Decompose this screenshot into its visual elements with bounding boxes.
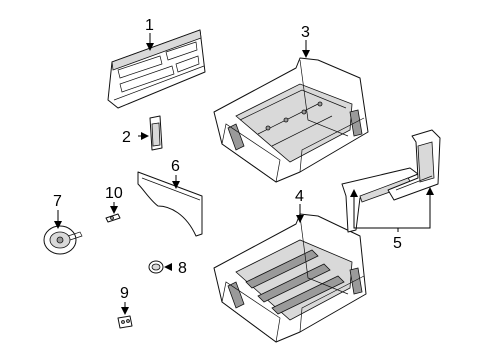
- callout-4: 4: [295, 188, 304, 205]
- callout-8: 8: [178, 260, 187, 277]
- part-9-clip: [117, 315, 133, 329]
- callout-2: 2: [122, 129, 131, 146]
- callout-10: 10: [105, 185, 123, 202]
- part-6-wheelhouse-panel: [137, 171, 203, 237]
- part-4-pickup-bed: [213, 213, 367, 343]
- part-10-fastener: [105, 213, 121, 223]
- part-5-bed-rails: [341, 129, 441, 233]
- part-2-bracket: [149, 115, 163, 151]
- leader-lines: [54, 33, 434, 315]
- leader-5-bracket: [353, 190, 431, 229]
- callout-labels: 1 2 3 4 5 6 7 8 9 10: [53, 17, 402, 302]
- part-8-plug: [148, 260, 164, 274]
- part-1-front-panel: [107, 29, 206, 109]
- callout-6: 6: [171, 158, 180, 175]
- callout-7: 7: [53, 193, 62, 210]
- callout-3: 3: [301, 24, 310, 41]
- callout-9: 9: [120, 285, 129, 302]
- part-3-pickup-bed: [213, 57, 369, 183]
- callout-5: 5: [393, 235, 402, 252]
- part-7-tire-hoist: [43, 225, 83, 255]
- callout-1: 1: [145, 17, 154, 34]
